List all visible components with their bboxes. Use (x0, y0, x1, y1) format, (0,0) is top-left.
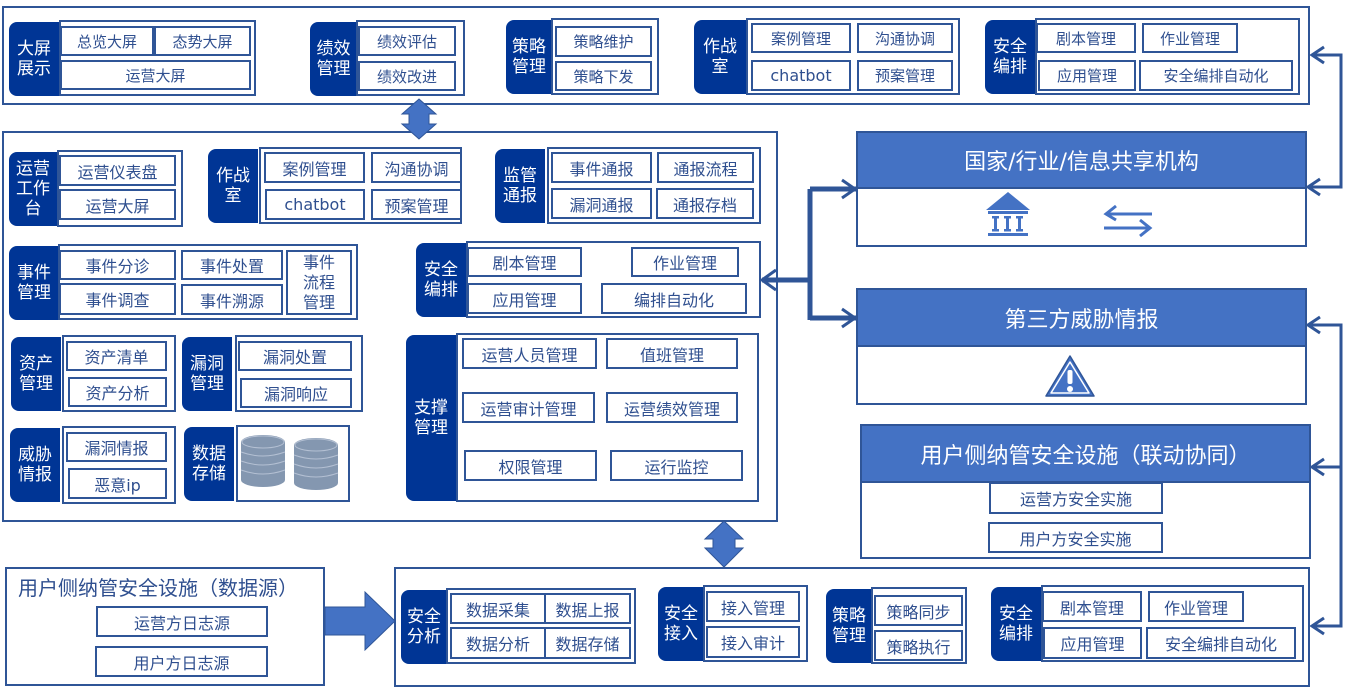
item-orch-automation[interactable]: 编排自动化 (601, 283, 747, 314)
datasource-title: 用户侧纳管安全设施（数据源） (18, 576, 298, 600)
item-ops-perf-mgmt[interactable]: 运营绩效管理 (606, 392, 738, 423)
institution-icon (986, 192, 1030, 236)
group-label-policy-bottom: 策略管理 (826, 589, 872, 663)
item-vuln-intel[interactable]: 漏洞情报 (66, 432, 167, 462)
item-plan-mgmt[interactable]: 预案管理 (857, 60, 953, 91)
item-event-triage[interactable]: 事件分诊 (59, 250, 176, 280)
group-label-regulatory: 监管通报 (495, 149, 545, 223)
group-label-war-room-mid: 作战室 (208, 149, 258, 223)
bidirectional-arrow-icon (703, 520, 745, 568)
item-data-upload[interactable]: 数据上报 (544, 593, 631, 624)
item-access-audit[interactable]: 接入审计 (706, 626, 800, 658)
item-chatbot[interactable]: chatbot (751, 60, 851, 91)
item-policy-sync[interactable]: 策略同步 (874, 595, 963, 626)
item-ops-audit-mgmt[interactable]: 运营审计管理 (462, 392, 595, 423)
item-chatbot-mid[interactable]: chatbot (265, 189, 365, 220)
group-label-vuln-mgmt: 漏洞管理 (182, 337, 232, 411)
item-policy-issue[interactable]: 策略下发 (555, 61, 652, 91)
group-label-asset-mgmt: 资产管理 (11, 337, 61, 411)
item-report-archive[interactable]: 通报存档 (656, 188, 754, 219)
item-policy-maintain[interactable]: 策略维护 (555, 26, 652, 57)
group-label-policy: 策略管理 (506, 20, 552, 94)
item-ops-screen-mid[interactable]: 运营大屏 (59, 189, 176, 220)
item-runtime-monitor[interactable]: 运行监控 (610, 450, 743, 481)
item-report-flow[interactable]: 通报流程 (657, 152, 754, 183)
item-user-facility[interactable]: 用户方安全实施 (988, 522, 1163, 553)
exchange-arrows-icon (1103, 204, 1153, 238)
item-data-collect[interactable]: 数据采集 (450, 593, 546, 624)
item-perf-improve[interactable]: 绩效改进 (358, 61, 456, 91)
item-operator-facility[interactable]: 运营方安全实施 (989, 482, 1163, 514)
third-party-intel-title: 第三方威胁情报 (856, 288, 1307, 347)
item-communication-mid[interactable]: 沟通协调 (371, 152, 462, 183)
warning-icon (1045, 355, 1095, 397)
item-job-mgmt-mid[interactable]: 作业管理 (631, 247, 739, 277)
item-ops-staff-mgmt[interactable]: 运营人员管理 (462, 338, 597, 369)
group-label-orchestration-bottom: 安全编排 (991, 587, 1041, 661)
linkage-facilities-title: 用户侧纳管安全设施（联动协同） (860, 424, 1311, 483)
item-job-mgmt[interactable]: 作业管理 (1142, 23, 1238, 53)
item-job-mgmt-bottom[interactable]: 作业管理 (1148, 591, 1244, 622)
flow-arrow-right-icon (325, 590, 396, 652)
item-playbook-mgmt-bottom[interactable]: 剧本管理 (1042, 591, 1142, 622)
item-operator-logsource[interactable]: 运营方日志源 (96, 606, 268, 637)
item-app-mgmt[interactable]: 应用管理 (1038, 60, 1136, 91)
group-label-security-analysis: 安全分析 (401, 590, 447, 664)
database-icon (293, 438, 339, 490)
item-playbook-mgmt[interactable]: 剧本管理 (1036, 23, 1136, 53)
group-label-data-storage: 数据存储 (184, 427, 234, 501)
item-vuln-report[interactable]: 漏洞通报 (551, 188, 652, 219)
item-app-mgmt-mid[interactable]: 应用管理 (467, 283, 582, 314)
item-perf-eval[interactable]: 绩效评估 (358, 26, 456, 56)
item-app-mgmt-bottom[interactable]: 应用管理 (1043, 627, 1142, 659)
database-icon (240, 435, 286, 487)
item-soar-bottom[interactable]: 安全编排自动化 (1146, 627, 1296, 659)
item-soar[interactable]: 安全编排自动化 (1139, 60, 1293, 91)
item-data-storage[interactable]: 数据存储 (544, 627, 631, 659)
item-asset-list[interactable]: 资产清单 (66, 341, 167, 371)
item-malicious-ip[interactable]: 恶意ip (68, 468, 167, 499)
item-case-mgmt[interactable]: 案例管理 (751, 23, 851, 53)
group-label-orchestration: 安全编排 (985, 20, 1035, 94)
item-case-mgmt-mid[interactable]: 案例管理 (264, 152, 365, 183)
item-duty-mgmt[interactable]: 值班管理 (606, 338, 738, 369)
item-ops-dashboard[interactable]: 运营仪表盘 (59, 155, 176, 186)
item-ops-screen[interactable]: 运营大屏 (60, 60, 251, 90)
item-situation-screen[interactable]: 态势大屏 (154, 26, 251, 56)
item-playbook-mgmt-mid[interactable]: 剧本管理 (467, 247, 582, 277)
loop-connector-top (1305, 45, 1343, 197)
group-label-threat-intel: 威胁情报 (10, 428, 60, 502)
item-data-analysis[interactable]: 数据分析 (450, 627, 546, 659)
item-event-disposal[interactable]: 事件处置 (181, 250, 283, 280)
item-asset-analysis[interactable]: 资产分析 (68, 377, 167, 407)
item-access-mgmt[interactable]: 接入管理 (706, 591, 800, 622)
item-communication[interactable]: 沟通协调 (857, 23, 953, 53)
item-user-logsource[interactable]: 用户方日志源 (95, 646, 268, 677)
loop-connector-bottom (1305, 315, 1343, 636)
item-plan-mgmt-mid[interactable]: 预案管理 (371, 189, 462, 220)
group-label-support-mgmt: 支撑管理 (406, 335, 456, 501)
group-label-war-room: 作战室 (694, 20, 746, 94)
group-label-big-screen: 大屏展示 (9, 22, 59, 96)
group-label-performance: 绩效管理 (310, 22, 357, 96)
group-label-ops-workbench: 运营工作台 (9, 152, 57, 226)
item-event-trace[interactable]: 事件溯源 (181, 284, 283, 315)
item-event-report[interactable]: 事件通报 (551, 152, 652, 183)
item-event-investigation[interactable]: 事件调查 (59, 283, 176, 315)
item-permission-mgmt[interactable]: 权限管理 (464, 450, 597, 481)
group-label-orchestration-mid: 安全编排 (416, 243, 466, 317)
item-vuln-disposal[interactable]: 漏洞处置 (238, 341, 352, 371)
group-label-security-access: 安全接入 (658, 587, 704, 661)
item-overview-screen[interactable]: 总览大屏 (60, 26, 154, 56)
item-policy-exec[interactable]: 策略执行 (874, 630, 963, 661)
national-agency-title: 国家/行业/信息共享机构 (856, 131, 1307, 189)
item-event-flow-mgmt[interactable]: 事件流程管理 (286, 250, 352, 315)
group-label-event-mgmt: 事件管理 (9, 246, 59, 320)
item-vuln-response[interactable]: 漏洞响应 (240, 378, 352, 408)
